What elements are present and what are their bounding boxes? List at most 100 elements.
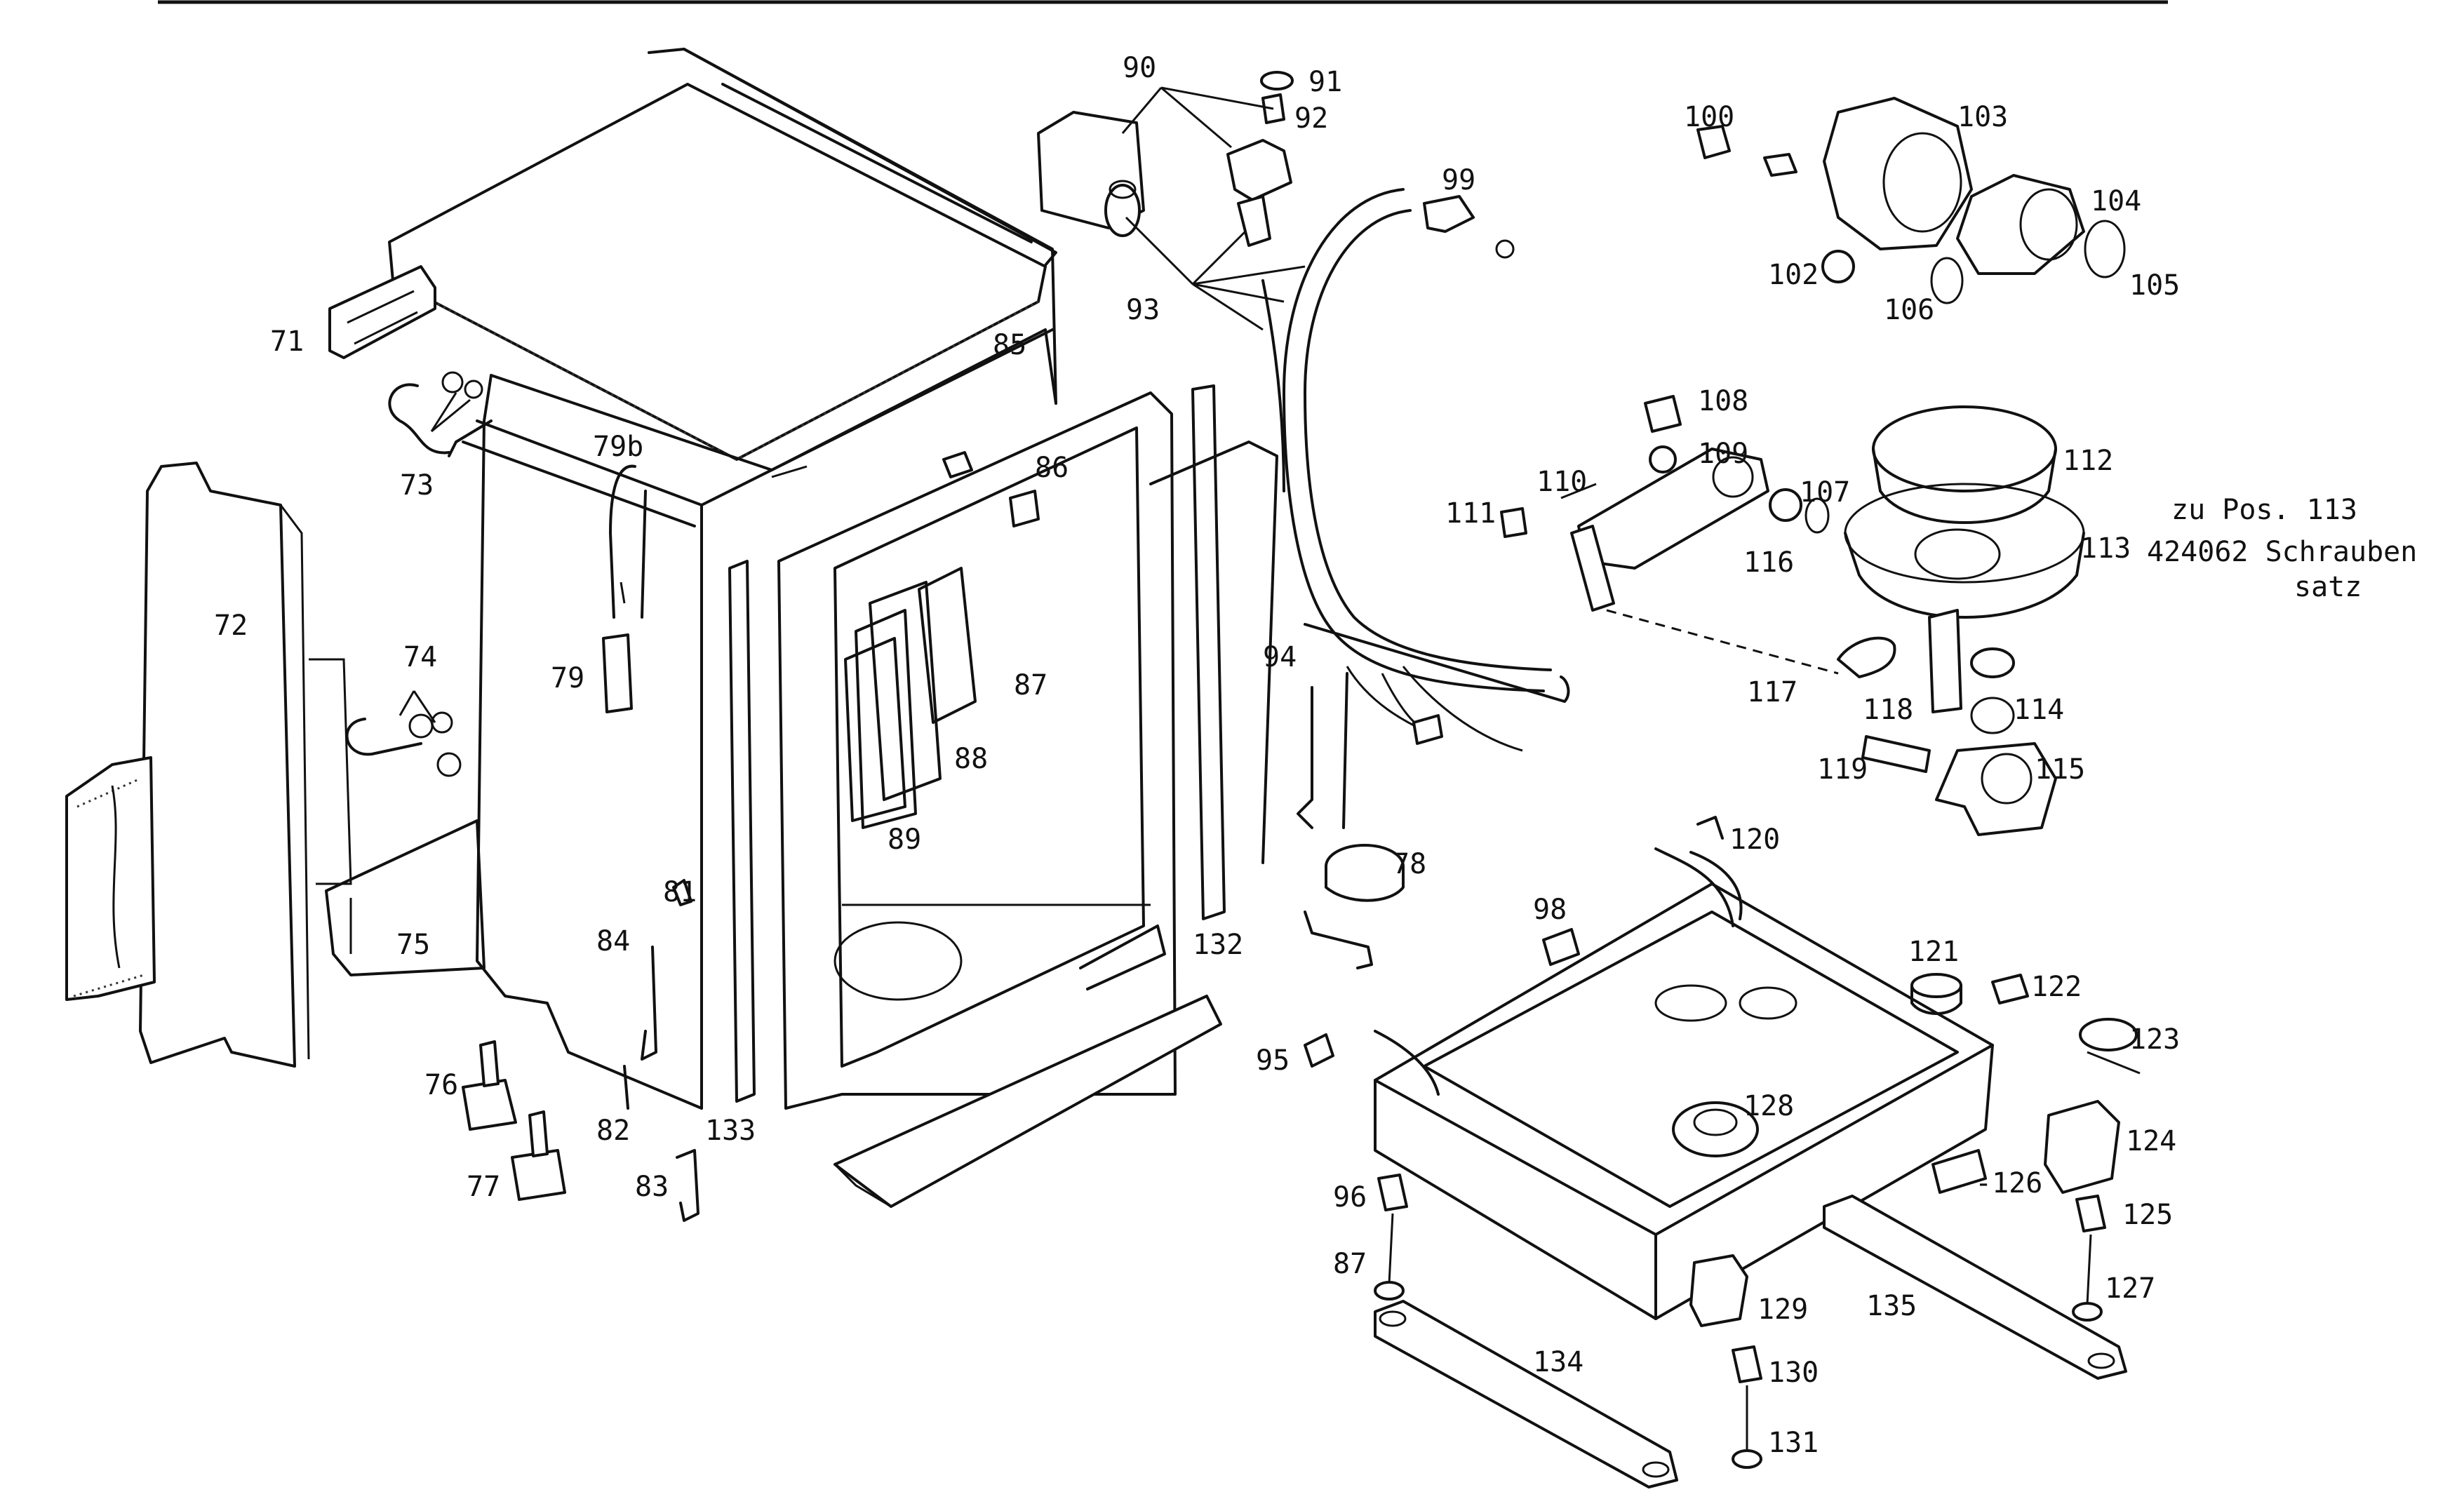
base-plate-75	[325, 819, 486, 976]
label-121: 121	[1908, 936, 1959, 968]
label-129: 129	[1757, 1293, 1808, 1326]
label-87a: 87	[1014, 669, 1047, 701]
label-109: 109	[1698, 438, 1748, 470]
note-line-1: zu Pos. 113	[2171, 494, 2357, 526]
valve-77	[511, 1110, 566, 1201]
label-108: 108	[1698, 385, 1748, 417]
sump-heater-116	[1500, 395, 1839, 675]
label-115: 115	[2035, 753, 2085, 786]
leader-lines	[399, 86, 1306, 723]
label-86: 86	[1035, 452, 1069, 484]
foot-96-87	[1374, 1174, 1408, 1300]
label-87b: 87	[1333, 1248, 1367, 1280]
label-83: 83	[635, 1171, 669, 1203]
label-116: 116	[1743, 546, 1794, 579]
label-98: 98	[1533, 894, 1567, 926]
small-parts-81-84	[623, 879, 692, 1110]
drain-pump-115	[1861, 735, 2057, 836]
label-119: 119	[1817, 753, 1868, 786]
label-124: 124	[2126, 1125, 2176, 1157]
label-74: 74	[403, 641, 437, 673]
label-79b: 79b	[593, 431, 643, 463]
label-122: 122	[2031, 971, 2082, 1003]
label-106: 106	[1884, 294, 1934, 326]
label-123: 123	[2129, 1023, 2180, 1056]
label-107: 107	[1800, 476, 1850, 509]
label-95: 95	[1256, 1044, 1290, 1077]
interior-parts	[844, 451, 1040, 829]
clip-120	[1696, 816, 1724, 840]
label-89: 89	[888, 824, 921, 856]
label-118: 118	[1863, 694, 1913, 726]
label-100: 100	[1684, 101, 1734, 133]
label-79: 79	[551, 662, 584, 694]
parts-note: zu Pos. 113 424062 Schrauben satz	[2147, 494, 2417, 603]
label-73: 73	[400, 469, 434, 502]
bracket-71	[328, 265, 436, 359]
label-105: 105	[2129, 269, 2180, 302]
label-104: 104	[2091, 185, 2141, 217]
valve-76	[462, 1040, 517, 1131]
part-123	[2079, 1018, 2141, 1075]
label-133: 133	[705, 1115, 756, 1147]
label-131: 131	[1768, 1427, 1819, 1459]
bracket-129	[1689, 1254, 1748, 1327]
label-111: 111	[1445, 497, 1496, 530]
foot-130-131	[1732, 1345, 1762, 1469]
label-92: 92	[1294, 102, 1328, 135]
label-72: 72	[214, 610, 248, 642]
label-126: -126	[1975, 1167, 2042, 1199]
label-91: 91	[1308, 66, 1342, 98]
label-102: 102	[1768, 259, 1819, 291]
label-132: 132	[1193, 929, 1243, 961]
worktop-panel	[388, 48, 1057, 461]
label-103: 103	[1957, 101, 2008, 133]
part-126	[1931, 1149, 1987, 1194]
pump-assembly-100-106	[1696, 97, 2126, 304]
hose-bundle	[1261, 188, 1570, 829]
rail-134	[1374, 1300, 1678, 1488]
side-panel-72	[139, 462, 352, 1068]
foot-125-127	[2072, 1195, 2106, 1322]
clip-83	[676, 1149, 699, 1222]
tub-body	[448, 328, 1278, 1110]
label-99: 99	[1442, 164, 1475, 196]
label-82: 82	[596, 1115, 630, 1147]
nozzle-99	[1423, 195, 1515, 259]
label-130: 130	[1768, 1357, 1819, 1389]
insulation-mat	[65, 756, 156, 1001]
label-94: 94	[1263, 641, 1297, 673]
part-labels: 71 72 73 74 75 76 77 78 79 79b 81 82 83 …	[214, 52, 2180, 1459]
label-75: 75	[396, 929, 430, 961]
label-125: 125	[2122, 1199, 2173, 1231]
label-134: 134	[1533, 1346, 1583, 1378]
label-78: 78	[1393, 848, 1426, 880]
clip-95	[1304, 1033, 1334, 1068]
label-117: 117	[1747, 676, 1797, 708]
label-76: 76	[424, 1069, 458, 1101]
rail-135	[1823, 1195, 2127, 1380]
cover-124	[2044, 1100, 2120, 1194]
front-base-strip	[833, 995, 1222, 1208]
label-85: 85	[993, 329, 1026, 361]
switch-122	[1991, 974, 2029, 1004]
label-114: 114	[2014, 694, 2064, 726]
label-81: 81	[663, 876, 697, 908]
label-120: 120	[1729, 824, 1780, 856]
note-line-3: satz	[2294, 571, 2362, 603]
label-113: 113	[2080, 532, 2131, 565]
label-128: 128	[1743, 1090, 1794, 1122]
label-127: 127	[2105, 1272, 2155, 1305]
detergent-parts-90-93	[1037, 71, 1294, 247]
part-121	[1910, 973, 1962, 1015]
sump-112-113	[1837, 405, 2085, 734]
label-112: 112	[2063, 445, 2113, 477]
label-110: 110	[1536, 466, 1587, 498]
hose-74	[345, 711, 462, 777]
label-71: 71	[270, 325, 304, 358]
pressure-switch-78	[1304, 844, 1405, 969]
label-93: 93	[1126, 294, 1160, 326]
note-line-2: 424062 Schrauben	[2147, 536, 2417, 568]
label-96: 96	[1333, 1181, 1367, 1214]
